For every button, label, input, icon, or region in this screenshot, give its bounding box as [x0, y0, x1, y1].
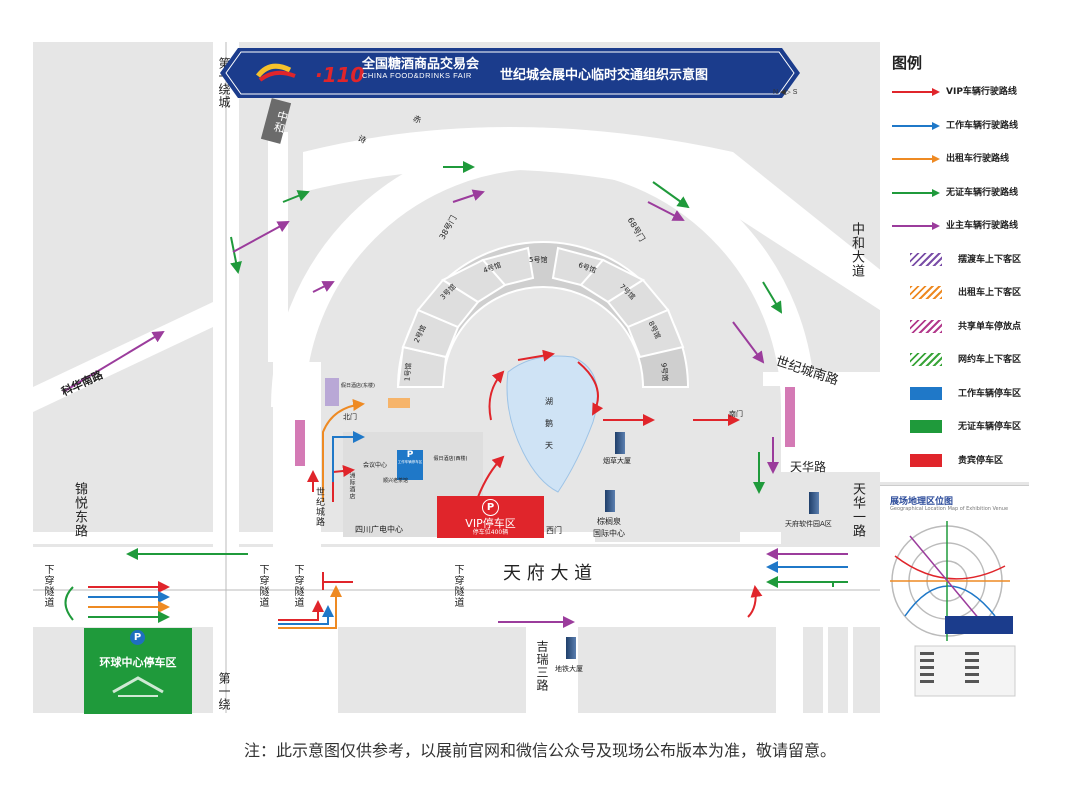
- header-title: 世纪城会展中心临时交通组织示意图: [500, 68, 709, 83]
- legend-arrow-icon: [892, 121, 940, 130]
- legend-item: 业主车辆行驶路线: [888, 216, 1028, 236]
- fair-logo-icon: ·110: [256, 63, 364, 87]
- road-jinyue-label: 锦悦东路: [72, 482, 87, 538]
- conference-label: 会议中心: [363, 462, 388, 469]
- legend-item: 出租车上下客区: [888, 283, 1028, 303]
- zhou-hotel-label: 洲际酒店: [348, 472, 355, 500]
- legend-hatch-swatch: [910, 252, 942, 266]
- vip-parking-capacity: 停车位400辆: [472, 529, 509, 536]
- road-tianfu-label: 天 府 大 道: [503, 563, 593, 584]
- lake-label-a: 天: [545, 441, 553, 450]
- south-gate-label: 南门: [729, 410, 743, 418]
- zonglv-building-icon: [605, 490, 615, 512]
- legend-item-label: 出租车上下客区: [958, 288, 1022, 298]
- header-logo-cn: 全国糖酒商品交易会: [362, 57, 480, 72]
- metro-tower-label: 地铁大厦: [555, 665, 583, 673]
- header-banner: ·110: [220, 48, 800, 98]
- tea-house-label: 顺兴老茶馆: [383, 478, 409, 484]
- legend-item-label: 无证车辆行驶路线: [946, 187, 1019, 198]
- legend-solid-swatch: [910, 386, 942, 400]
- underpass-label-1: 下穿隧道: [42, 564, 53, 608]
- road-shijicheng-label: 世纪城路: [314, 487, 324, 527]
- legend-item-label: 共享单车停放点: [958, 321, 1022, 332]
- software-building-icon: [809, 492, 819, 514]
- vip-parking-label: VIP停车区: [465, 517, 516, 530]
- underpass-label-2: 下穿隧道: [257, 564, 268, 608]
- west-gate-label: 西门: [546, 526, 562, 535]
- compass-indicator: N ◀▷ S: [773, 89, 798, 96]
- map-canvas: [33, 42, 1029, 713]
- legend-item: 摆渡车上下客区: [888, 250, 1028, 270]
- legend-arrow-icon: [892, 88, 940, 96]
- tobacco-building-icon: [615, 432, 625, 454]
- global-parking-icon: P: [130, 630, 145, 645]
- road-zhonghe-ave-label: 中和大道: [849, 222, 864, 278]
- work-parking-p-icon: P: [406, 450, 414, 460]
- work-parking-label: 工作车辆停车区: [397, 460, 423, 464]
- legend-item: 无证车辆行驶路线: [888, 183, 1028, 203]
- road-jirui-label: 吉瑞三路: [535, 640, 549, 692]
- legend-item-label: 工作车辆停车区: [958, 388, 1022, 399]
- legend-item-label: 工作车辆行驶路线: [946, 120, 1019, 131]
- metro-building-icon: [566, 637, 576, 659]
- tobacco-label: 烟草大厦: [603, 457, 631, 465]
- legend-item-label: 摆渡车上下客区: [958, 254, 1022, 265]
- intl-center-label: 国际中心: [593, 529, 625, 538]
- legend-item-label: 贵宾停车区: [958, 455, 1004, 466]
- legend-arrow-icon: [892, 188, 940, 197]
- vip-parking-area: P VIP停车区 停车位400辆: [437, 496, 544, 538]
- legend-solid-swatch: [910, 420, 942, 433]
- legend-hatch-swatch: [910, 353, 942, 366]
- legend-hatch-swatch: [910, 319, 942, 333]
- lake-label-b: 鹅: [545, 419, 553, 428]
- global-center-logo-icon: [112, 676, 164, 697]
- legend-item: 共享单车停放点: [888, 317, 1028, 337]
- legend-item: VIP车辆行驶路线: [888, 82, 1028, 102]
- sichuan-tv-label: 四川广电中心: [355, 525, 403, 534]
- legend-arrow-icon: [892, 155, 940, 163]
- legend-item-label: 无证车辆停车区: [958, 422, 1022, 432]
- location-map-subtitle: Geographical Location Map of Exhibition …: [890, 506, 1009, 512]
- legend-item: 工作车辆行驶路线: [888, 116, 1028, 136]
- legend-solid-swatch: [910, 453, 942, 467]
- global-center-parking: P 环球中心停车区: [84, 628, 192, 714]
- footer-note: 注：此示意图仅供参考，以展前官网和微信公众号及现场公布版本为准，敬请留意。: [243, 741, 836, 760]
- vip-parking-icon: P: [482, 499, 499, 516]
- lake-label-c: 湖: [545, 397, 553, 406]
- road-tianhua-label: 天华路: [790, 460, 827, 474]
- hall-1-label: 1号馆: [403, 362, 414, 382]
- header-logo-en: CHINA FOOD&DRINKS FAIR: [362, 71, 472, 80]
- legend-hatch-swatch: [910, 286, 942, 299]
- underpass-label-3: 下穿隧道: [292, 564, 303, 608]
- work-parking-area: P 工作车辆停车区: [397, 450, 423, 480]
- north-gate-label: 北门: [343, 413, 357, 421]
- legend-arrow-icon: [892, 222, 940, 230]
- legend-item-label: 出租车行驶路线: [946, 154, 1010, 164]
- location-map-title: 展场地理区位图: [890, 497, 954, 507]
- tianfu-software-label: 天府软件园A区: [785, 520, 832, 528]
- underpass-label-4: 下穿隧道: [452, 564, 463, 608]
- legend-item-label: 网约车上下客区: [958, 355, 1022, 365]
- legend-panel: 图例 VIP车辆行驶路线工作车辆行驶路线出租车行驶路线无证车辆行驶路线业主车辆行…: [880, 42, 1029, 482]
- holiday-west-label: 假日酒店(西楼): [433, 456, 468, 462]
- legend-item-label: VIP车辆行驶路线: [946, 87, 1017, 97]
- legend-item: 出租车行驶路线: [888, 149, 1028, 169]
- legend-item-label: 业主车辆行驶路线: [946, 221, 1019, 231]
- legend-item: 工作车辆停车区: [888, 384, 1028, 404]
- hall-5-label: 5号馆: [529, 256, 548, 264]
- legend-item: 网约车上下客区: [888, 350, 1028, 370]
- global-parking-label: 环球中心停车区: [99, 656, 177, 669]
- road-tianhua1-label: 天华一路: [850, 482, 865, 538]
- location-map-panel: 展场地理区位图 Geographical Location Map of Exh…: [880, 485, 1029, 714]
- legend-item: 无证车辆停车区: [888, 417, 1028, 437]
- holiday-east-label: 假日酒店(东楼): [341, 383, 375, 389]
- svg-text:·110: ·110: [315, 63, 364, 87]
- hall-9-label: 9号馆: [659, 362, 670, 382]
- traffic-map: P 工作车辆停车区 第一绕城 第一绕 中和 赤 诗 科华南路 锦悦东路 世纪城路…: [33, 42, 1029, 713]
- location-map-graphic: [890, 521, 1016, 697]
- road-ring1-bottom-label: 第一绕: [217, 672, 231, 711]
- legend-item: 贵宾停车区: [888, 451, 1028, 471]
- zonglv-label: 棕榈泉: [597, 517, 621, 526]
- legend-title: 图例: [892, 54, 923, 72]
